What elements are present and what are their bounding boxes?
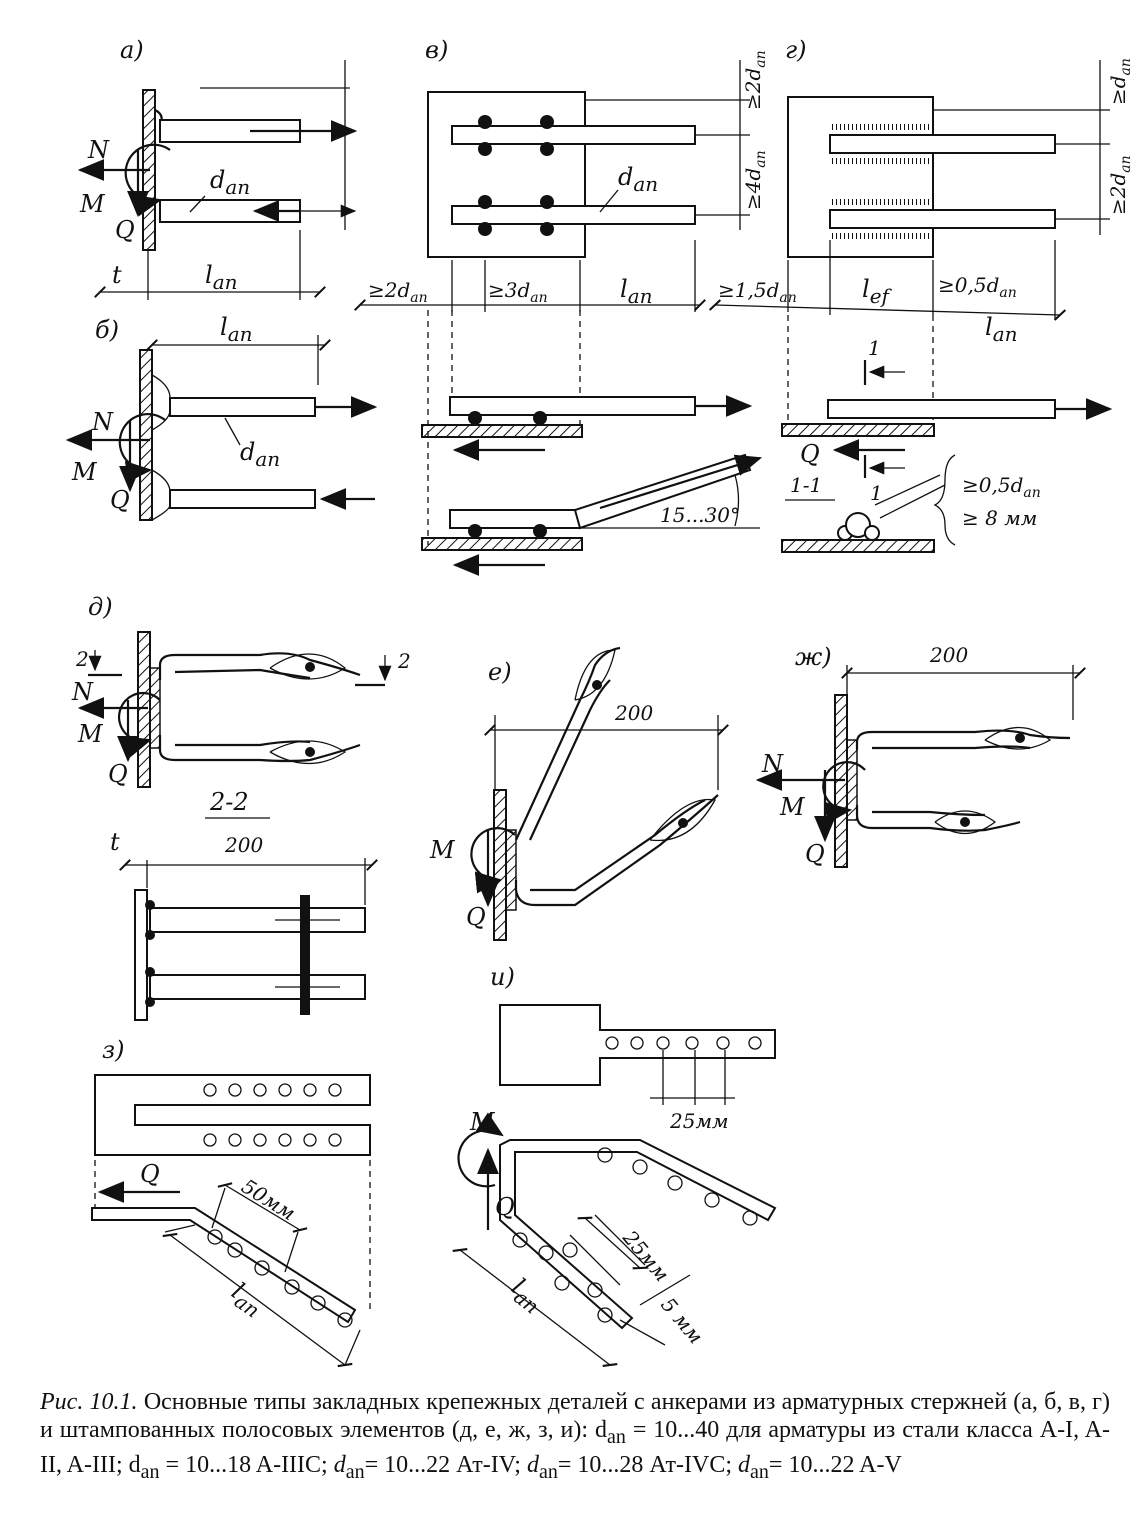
b-Q: Q [110, 486, 130, 514]
a-lan: l [205, 261, 213, 289]
d-sec22: 2-2 [209, 788, 249, 816]
i-5mm: 5 мм [656, 1293, 708, 1348]
zh-200: 200 [929, 643, 968, 667]
z-Q: Q [140, 1160, 160, 1188]
panel-a-label: а) [120, 36, 144, 64]
panel-a: а) N M Q dan t lan [77, 36, 358, 300]
d-Q: Q [108, 760, 128, 788]
g-ge05dan: ≥0,5d [938, 273, 999, 297]
i-M: M [469, 1108, 496, 1136]
g-lef: l [862, 275, 870, 303]
panel-e-label: е) [488, 658, 512, 686]
svg-text:dan: dan [210, 166, 250, 199]
svg-text:lef: lef [862, 275, 893, 308]
e-Q: Q [466, 903, 486, 931]
g-mark1a: 1 [868, 336, 881, 360]
z-50mm: 50мм [237, 1174, 299, 1225]
caption-text: Основные типы закладных крепежных детале… [40, 1389, 1111, 1443]
panel-v-label: в) [425, 36, 448, 64]
svg-text:≥2dan: ≥2dan [368, 278, 428, 306]
d-200: 200 [224, 833, 263, 857]
caption-line2b: = 10...18 A-IIIC; [165, 1451, 328, 1478]
svg-text:lan: lan [985, 313, 1018, 346]
caption-line3b: = 10...28 Ат-IVC; [557, 1451, 733, 1478]
g-sec11: 1-1 [790, 473, 822, 497]
figure-10-1: а) N M Q dan t lan б) N [65, 36, 1134, 1368]
panel-zh: ж) 200 N M Q [755, 643, 1086, 868]
svg-text:≥1,5dan: ≥1,5dan [718, 278, 797, 306]
svg-text:lan: lan [205, 261, 238, 294]
g-ge05dan-b: ≥0,5d [962, 473, 1023, 497]
svg-text:dan: dan [240, 438, 280, 471]
b-dan: d [240, 438, 255, 466]
d-t: t [110, 828, 120, 856]
g-Q: Q [800, 440, 820, 468]
svg-text:≥dan: ≥dan [1106, 58, 1134, 105]
a-N: N [87, 136, 110, 164]
zh-N: N [761, 750, 784, 778]
panel-e: е) 200 M Q [429, 646, 729, 941]
panel-i: и) 25мм M Q 25мм 5 мм lan [452, 963, 777, 1367]
svg-text:lan: lan [503, 1273, 549, 1319]
zh-Q: Q [805, 840, 825, 868]
panel-b-label: б) [95, 316, 119, 344]
panel-g-label: г) [785, 36, 807, 64]
v-ge2dan: ≥2d [741, 68, 765, 110]
svg-text:lan: lan [620, 275, 653, 308]
figure-caption: Рис. 10.1. Основные типы закладных крепе… [40, 1389, 1111, 1483]
caption-line3a: = 10...22 Ат-IV; [364, 1451, 521, 1478]
g-lan: l [985, 313, 993, 341]
svg-text:≥0,5dan: ≥0,5dan [962, 473, 1041, 501]
e-M: M [429, 836, 456, 864]
g-ge15dan: ≥1,5d [718, 278, 779, 302]
g-gedan: ≥d [1106, 75, 1130, 105]
panel-v: в) dan ≥2dan ≥4dan ≥2dan ≥3dan lan [354, 36, 769, 576]
panel-z-label: з) [102, 1036, 124, 1064]
a-M: M [79, 190, 106, 218]
b-N: N [91, 408, 114, 436]
e-200: 200 [614, 701, 653, 725]
v-angle: 15...30° [660, 503, 740, 527]
v-ge2dan-b: ≥2d [368, 278, 410, 302]
svg-text:≥3dan: ≥3dan [488, 278, 548, 306]
caption-line3c: = 10...22 A-V [768, 1451, 902, 1478]
panel-d-label: д) [88, 593, 113, 621]
b-M: M [71, 458, 98, 486]
panel-g: г) ≥dan ≥2dan ≥1,5dan lef ≥0,5dan lan Q … [708, 36, 1134, 553]
a-t: t [112, 261, 122, 289]
d-N: N [71, 678, 94, 706]
i-25mm-a: 25мм [669, 1109, 729, 1133]
svg-text:lan: lan [224, 1277, 270, 1323]
d-mark2b: 2 [397, 649, 411, 673]
v-ge3dan: ≥3d [488, 278, 530, 302]
svg-text:≥4dan: ≥4dan [741, 150, 769, 210]
caption-label: Рис. 10.1. [40, 1389, 138, 1415]
v-dan: d [618, 163, 633, 191]
svg-text:dan: dan [618, 163, 658, 196]
svg-text:lan: lan [220, 313, 253, 346]
svg-text:≥2dan: ≥2dan [741, 50, 769, 110]
panel-b: б) N M Q dan lan [65, 313, 378, 521]
i-Q: Q [495, 1193, 515, 1221]
panel-d: д) 2 2 N M Q 2-2 t 200 [71, 593, 411, 1021]
d-M: M [77, 720, 104, 748]
g-mark1b: 1 [870, 481, 883, 505]
panel-i-label: и) [490, 963, 515, 991]
zh-M: M [779, 793, 806, 821]
panel-zh-label: ж) [795, 643, 832, 671]
svg-text:≥0,5dan: ≥0,5dan [938, 273, 1017, 301]
a-Q: Q [115, 216, 135, 244]
panel-z: з) Q 50мм lan [91, 1036, 371, 1368]
v-lan: l [620, 275, 628, 303]
b-lan: l [220, 313, 228, 341]
v-ge4dan: ≥4d [741, 168, 765, 210]
a-dan: d [210, 166, 225, 194]
d-mark2a: 2 [75, 647, 89, 671]
g-ge8mm: ≥ 8 мм [962, 506, 1037, 530]
g-ge2dan: ≥2d [1106, 173, 1130, 215]
svg-text:≥2dan: ≥2dan [1106, 155, 1134, 215]
caption-line2: = 10...40 для арматуры из стали класса A… [40, 1417, 1110, 1478]
